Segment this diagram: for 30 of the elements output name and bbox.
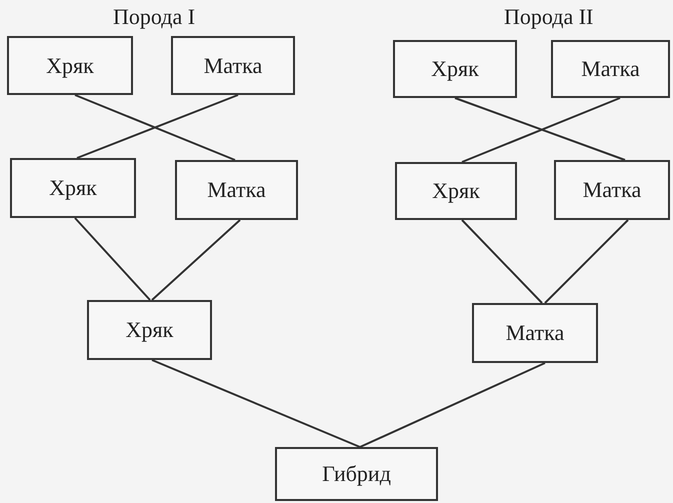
node-label: Хряк bbox=[49, 175, 97, 201]
connector-line bbox=[152, 359, 360, 448]
process-box bbox=[10, 158, 136, 218]
process-box bbox=[175, 160, 298, 220]
process-box bbox=[275, 447, 438, 501]
breed-heading: Порода II bbox=[504, 4, 594, 30]
process-box bbox=[554, 160, 670, 220]
connector-line bbox=[151, 219, 241, 301]
process-box bbox=[551, 40, 670, 98]
process-box bbox=[395, 162, 517, 220]
node-label: Матка bbox=[581, 56, 640, 82]
node-label: Матка bbox=[582, 177, 642, 203]
node-label: Хряк bbox=[126, 317, 174, 343]
process-box bbox=[7, 36, 133, 95]
process-box bbox=[87, 300, 212, 360]
node-label: Хряк bbox=[432, 178, 480, 204]
node-label: Хряк bbox=[46, 52, 94, 78]
node-label: Матка bbox=[204, 52, 262, 78]
node-label: Хряк bbox=[431, 56, 479, 82]
node-label: Матка bbox=[207, 177, 266, 203]
connector-line bbox=[544, 219, 629, 304]
connector-line bbox=[360, 362, 546, 448]
process-box bbox=[393, 40, 517, 98]
node-label: Гибрид bbox=[322, 461, 391, 487]
process-box bbox=[171, 36, 295, 95]
connector-line bbox=[74, 217, 151, 301]
process-box bbox=[472, 303, 598, 363]
connector-line bbox=[461, 219, 543, 304]
breed-heading: Порода I bbox=[113, 4, 196, 30]
node-label: Матка bbox=[506, 320, 564, 346]
